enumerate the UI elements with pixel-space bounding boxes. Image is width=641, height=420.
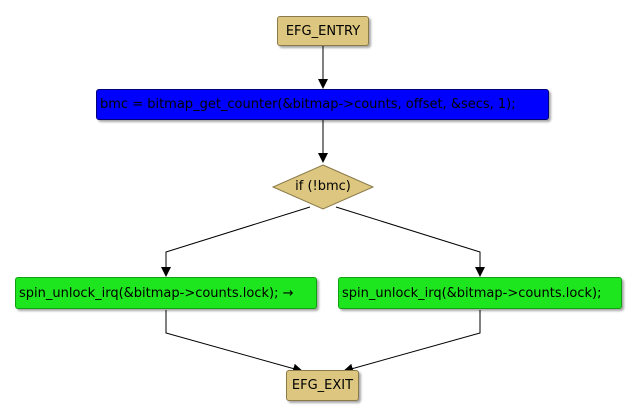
edge-unlock-left-to-exit	[165, 310, 303, 374]
edge-condition-to-unlock-left	[161, 206, 311, 277]
entry-node-label: EFG_ENTRY	[285, 23, 361, 39]
exit-node-label: EFG_EXIT	[291, 378, 354, 393]
edge-unlock-right-to-exit	[343, 310, 481, 374]
entry-node: EFG_ENTRY	[277, 16, 369, 46]
get-counter-node-label: bmc = bitmap_get_counter(&bitmap->counts…	[100, 97, 516, 112]
edge-condition-to-unlock-right	[335, 206, 485, 277]
unlock-left-node-label: spin_unlock_irq(&bitmap->counts.lock); →	[19, 285, 294, 301]
exit-node: EFG_EXIT	[286, 370, 359, 401]
get-counter-node: bmc = bitmap_get_counter(&bitmap->counts…	[96, 89, 549, 120]
unlock-left-node: spin_unlock_irq(&bitmap->counts.lock); →	[15, 277, 317, 309]
unlock-right-node-label: spin_unlock_irq(&bitmap->counts.lock);	[342, 285, 602, 301]
condition-label: if (!bmc)	[295, 179, 351, 194]
decision-diamond	[271, 164, 375, 210]
unlock-right-node: spin_unlock_irq(&bitmap->counts.lock);	[338, 277, 622, 309]
